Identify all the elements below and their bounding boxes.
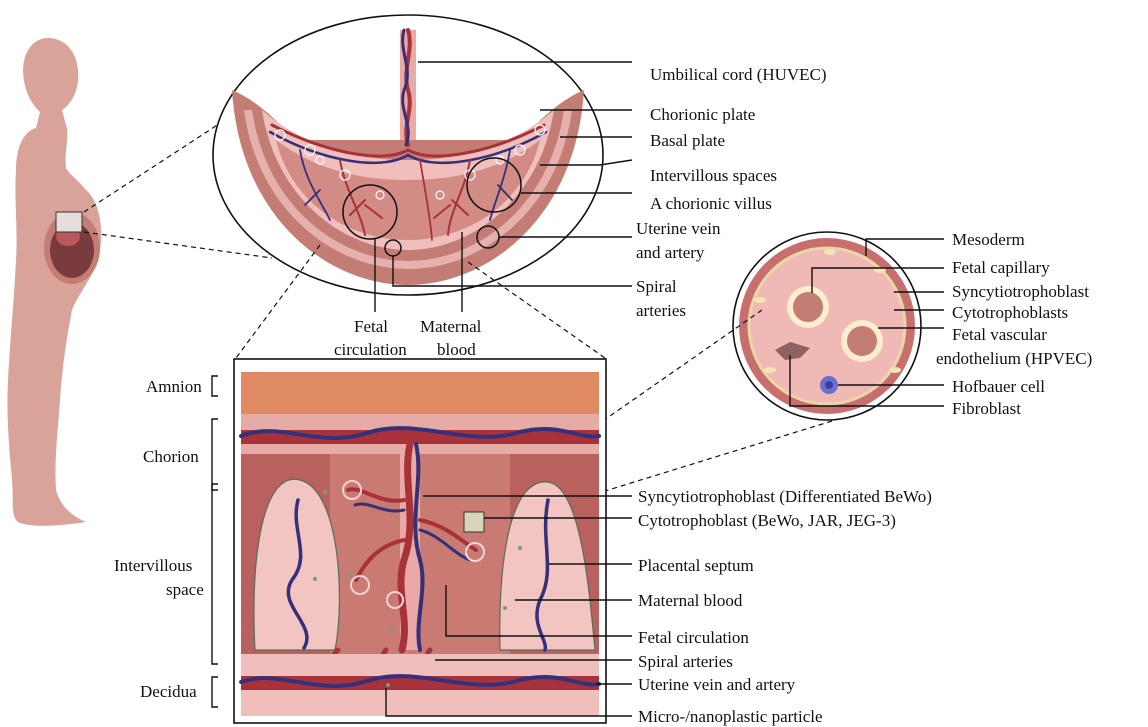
layer-labels: Amnion Chorion Intervillous space Decidu… xyxy=(114,377,204,701)
label-fetal-vascular: Fetal vascular xyxy=(952,325,1047,344)
label-fibroblast: Fibroblast xyxy=(952,399,1021,418)
label-circulation: circulation xyxy=(334,340,407,359)
label-spiral-arteries: Spiral arteries xyxy=(638,652,733,671)
label-space: space xyxy=(166,580,204,599)
villus-cross-section xyxy=(733,232,921,420)
label-arteries: arteries xyxy=(636,301,686,320)
label-intervillous-spaces: Intervillous spaces xyxy=(650,166,777,185)
pregnant-woman-figure xyxy=(7,38,101,526)
label-uterine-vein-artery: Uterine vein and artery xyxy=(638,675,796,694)
label-fetal-circulation: Fetal circulation xyxy=(638,628,749,647)
label-syncytiotrophoblast: Syncytiotrophoblast xyxy=(952,282,1089,301)
label-particle: Micro-/nanoplastic particle xyxy=(638,707,823,726)
layer-brackets xyxy=(212,376,218,707)
zoom-line xyxy=(84,232,272,258)
label-placental-septum: Placental septum xyxy=(638,556,754,575)
label-uterine-vein: Uterine vein xyxy=(636,219,721,238)
label-amnion: Amnion xyxy=(146,377,202,396)
label-chorion: Chorion xyxy=(143,447,199,466)
label-and-artery: and artery xyxy=(636,243,705,262)
label-umbilical-cord: Umbilical cord (HUVEC) xyxy=(650,65,827,84)
label-hofbauer-cell: Hofbauer cell xyxy=(952,377,1045,396)
label-blood: blood xyxy=(437,340,476,359)
label-cytotrophoblasts: Cytotrophoblasts xyxy=(952,303,1068,322)
label-endothelium: endothelium (HPVEC) xyxy=(936,349,1092,368)
detail-labels: Syncytiotrophoblast (Differentiated BeWo… xyxy=(638,487,932,726)
label-fetal-capillary: Fetal capillary xyxy=(952,258,1050,277)
zoom-line xyxy=(84,120,225,212)
label-mesoderm: Mesoderm xyxy=(952,230,1025,249)
label-spiral: Spiral xyxy=(636,277,677,296)
label-cyto-bewo: Cytotrophoblast (BeWo, JAR, JEG-3) xyxy=(638,511,896,530)
label-intervillous: Intervillous xyxy=(114,556,192,575)
placenta-oval xyxy=(213,15,603,295)
label-decidua: Decidua xyxy=(140,682,197,701)
label-maternal-blood: Maternal blood xyxy=(638,591,743,610)
label-fetal: Fetal xyxy=(354,317,388,336)
detail-box xyxy=(234,359,606,723)
label-maternal: Maternal xyxy=(420,317,482,336)
label-chorionic-plate: Chorionic plate xyxy=(650,105,755,124)
zoom-line xyxy=(236,245,320,358)
label-syncytio-bewo: Syncytiotrophoblast (Differentiated BeWo… xyxy=(638,487,932,506)
label-chorionic-villus: A chorionic villus xyxy=(650,194,772,213)
villus-labels: Mesoderm Fetal capillary Syncytiotrophob… xyxy=(936,230,1092,418)
label-basal-plate: Basal plate xyxy=(650,131,725,150)
